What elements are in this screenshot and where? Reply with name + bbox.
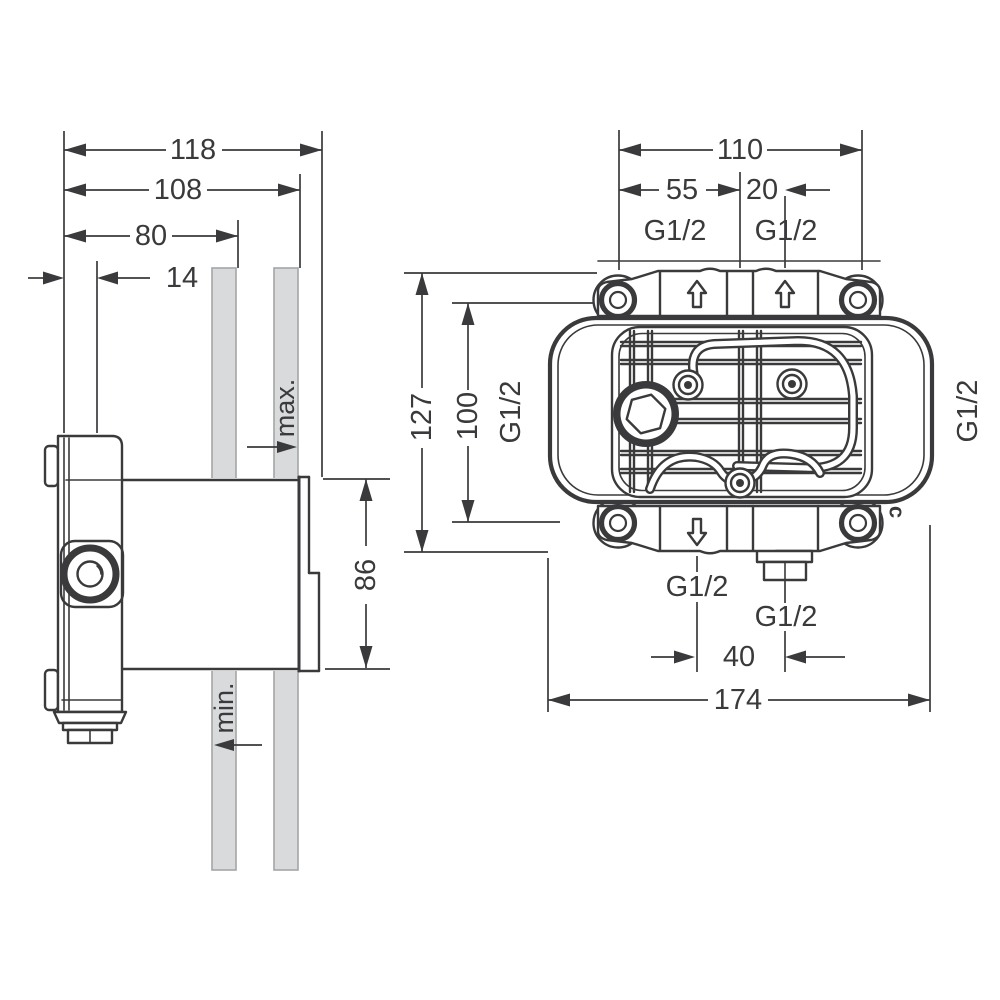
dim-outlet-height: 86 (323, 478, 390, 670)
thread-side-right-label: G1/2 (952, 380, 984, 443)
dim-55-label: 55 (666, 174, 698, 206)
thread-top-left-label: G1/2 (644, 215, 707, 247)
dim-screw-spacing-vertical: 100 (452, 302, 594, 523)
front-view: 110 55 20 G1/2 G1/2 127 (404, 130, 984, 716)
wall-max-label: max. (270, 379, 300, 438)
dim-80-label: 80 (135, 220, 167, 252)
thread-side-left-label: G1/2 (495, 381, 527, 444)
dim-86-label: 86 (350, 559, 382, 591)
thread-bottom-label: G1/2 (666, 571, 729, 603)
flow-arrow-up-left (686, 279, 708, 309)
dim-40-label: 40 (723, 641, 755, 673)
bottom-mounting-bracket (596, 504, 882, 555)
dim-110-label: 110 (717, 134, 763, 166)
side-view: 118 108 80 14 max. (28, 131, 390, 871)
dim-depth-wall-max: 108 (64, 174, 300, 206)
top-mounting-bracket (596, 267, 882, 318)
wall-max-annotation: max. (247, 379, 300, 453)
dim-depth-wall-min: 80 (64, 220, 238, 252)
function-screws (672, 368, 808, 499)
dim-width-total: 174 (547, 525, 931, 716)
side-bottom-port (43, 668, 60, 712)
dim-plate-depth: 14 (28, 262, 198, 294)
thread-bottom-outlet-label: G1/2 (755, 601, 818, 633)
wall-min-annotation: min. (209, 682, 262, 751)
dim-bottom-offset: 40 (651, 641, 845, 673)
side-device (43, 434, 321, 745)
thread-top-right-label: G1/2 (755, 215, 818, 247)
dim-height-total: 127 (404, 272, 597, 553)
side-top-port (43, 444, 60, 488)
dim-14-label: 14 (166, 262, 198, 294)
front-device: c (547, 260, 935, 582)
dim-100-label: 100 (452, 392, 484, 440)
bottom-centerlines (696, 556, 786, 672)
front-extension-lines (618, 130, 863, 270)
bottom-outlet-spigot (755, 549, 814, 582)
cast-mark: c (885, 506, 910, 518)
flow-arrow-down (686, 517, 708, 547)
dim-174-label: 174 (714, 684, 762, 716)
dim-127-label: 127 (406, 393, 438, 441)
wall-min-label: min. (209, 682, 239, 733)
side-extension-lines (63, 131, 323, 477)
dim-top-offsets: 55 20 (619, 174, 830, 206)
dim-depth-total: 118 (64, 134, 322, 166)
dim-118-label: 118 (170, 134, 216, 166)
flow-arrow-up-right (774, 279, 796, 309)
hex-plug (613, 381, 679, 447)
dim-screw-spacing-horizontal: 110 (619, 134, 862, 166)
dim-108-label: 108 (154, 174, 202, 206)
dim-20-label: 20 (746, 174, 778, 206)
